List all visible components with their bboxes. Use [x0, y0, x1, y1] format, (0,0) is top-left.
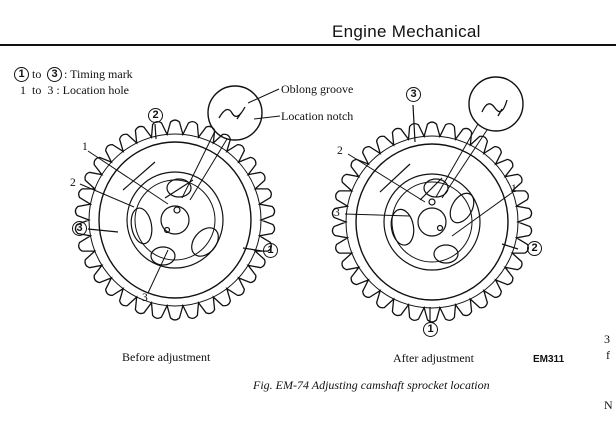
right-timing-mark-1: 1: [423, 322, 438, 337]
header-rule: [0, 44, 616, 46]
right-location-hole-2: 2: [337, 145, 343, 157]
right-caption: After adjustment: [393, 351, 474, 365]
left-timing-mark-3: 3: [72, 221, 87, 236]
sprocket-tooth-outline: [74, 119, 276, 321]
left-location-hole-3: 3: [142, 292, 148, 304]
left-sprocket-teeth: [74, 119, 276, 321]
page-header-title: Engine Mechanical: [332, 22, 481, 41]
right-timing-mark-2: 2: [527, 241, 542, 256]
left-timing-mark-1: 1: [263, 243, 278, 258]
left-sprocket-drawing: [74, 119, 276, 321]
margin-fragment-3: 3: [604, 332, 610, 346]
right-sprocket-teeth: [331, 121, 533, 323]
location-notch-label: Location notch: [281, 109, 354, 123]
timing-mark-1-symbol: 1: [14, 67, 29, 82]
left-location-hole-1: 1: [82, 141, 88, 153]
right-location-hole-1: 1: [511, 183, 517, 195]
left-timing-mark-2: 2: [148, 108, 163, 123]
legend-location-hole-text: 1 to 3 : Location hole: [20, 83, 129, 97]
timing-mark-3-symbol: 3: [47, 67, 62, 82]
legend-to-word: to: [32, 67, 42, 81]
right-sprocket-drawing: [331, 121, 533, 323]
left-detail-magnifier: [207, 85, 263, 141]
figure-code: EM311: [533, 354, 565, 365]
margin-fragment-n: N: [604, 398, 613, 412]
legend-timing-mark-text: : Timing mark: [64, 67, 133, 81]
margin-fragment-f: f: [606, 348, 610, 362]
oblong-groove-label: Oblong groove: [281, 82, 354, 96]
figure-caption: Fig. EM-74 Adjusting camshaft sprocket l…: [253, 378, 490, 392]
sprocket-tooth-outline: [331, 121, 533, 323]
right-location-hole-3: 3: [334, 207, 340, 219]
left-location-hole-2: 2: [70, 177, 76, 189]
left-caption: Before adjustment: [122, 350, 211, 364]
right-timing-mark-3: 3: [406, 87, 421, 102]
right-detail-magnifier: [468, 76, 524, 132]
